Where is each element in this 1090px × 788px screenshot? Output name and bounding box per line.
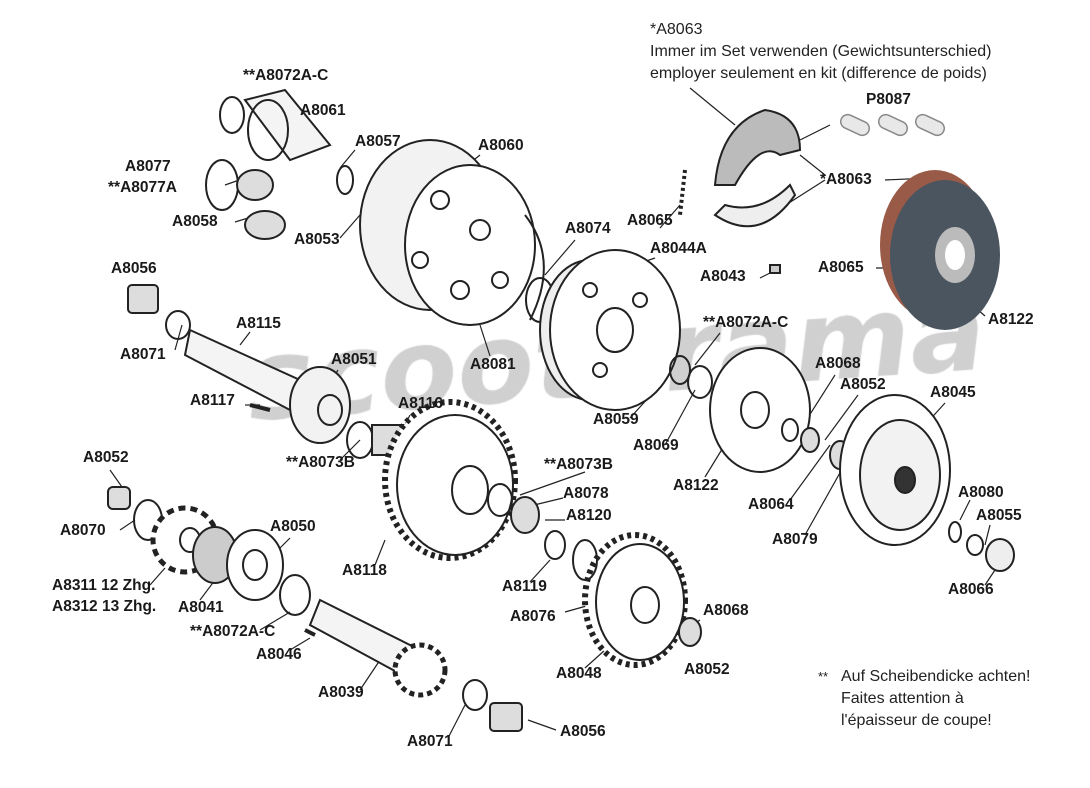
part-label: A8059 bbox=[593, 411, 639, 428]
part-label: A8312 13 Zhg. bbox=[52, 598, 157, 615]
part-label: A8060 bbox=[478, 137, 524, 154]
part-label: A8311 12 Zhg. bbox=[52, 577, 156, 594]
shaft-sleeve-group bbox=[205, 88, 354, 240]
part-label: A8043 bbox=[700, 268, 746, 285]
bottom-note-fr1: Faites attention à bbox=[841, 690, 964, 707]
part-label: A8045 bbox=[930, 384, 976, 401]
part-label: A8070 bbox=[60, 522, 106, 539]
part-label: A8122 bbox=[988, 311, 1034, 328]
part-label: A8056 bbox=[560, 723, 606, 740]
clutch-pad-photo bbox=[880, 170, 1000, 330]
part-label: A8069 bbox=[633, 437, 679, 454]
part-label: A8066 bbox=[948, 581, 994, 598]
part-label: A8068 bbox=[815, 355, 861, 372]
part-label: A8056 bbox=[111, 260, 157, 277]
part-label: A8039 bbox=[318, 684, 364, 701]
part-label: A8050 bbox=[270, 518, 316, 535]
output-shaft bbox=[107, 486, 523, 732]
part-label: A8064 bbox=[748, 496, 794, 513]
part-label: A8055 bbox=[976, 507, 1022, 524]
part-label: A8057 bbox=[355, 133, 401, 150]
part-label: A8068 bbox=[703, 602, 749, 619]
bottom-note-de: Auf Scheibendicke achten! bbox=[841, 668, 1031, 685]
part-label: **A8072A-C bbox=[190, 623, 276, 640]
note-line-fr: employer seulement en kit (difference de… bbox=[650, 65, 987, 82]
part-label: **A8072A-C bbox=[243, 67, 329, 84]
chain-links bbox=[839, 113, 946, 137]
clutch-drum bbox=[359, 139, 545, 326]
part-label: A8052 bbox=[83, 449, 129, 466]
part-label: A8052 bbox=[684, 661, 730, 678]
part-label: A8048 bbox=[556, 665, 602, 682]
part-label: *A8063 bbox=[820, 171, 872, 188]
part-label: A8120 bbox=[566, 507, 612, 524]
part-label: A8080 bbox=[958, 484, 1004, 501]
brake-shoes bbox=[678, 108, 802, 274]
part-label: A8052 bbox=[840, 376, 886, 393]
part-label: A8061 bbox=[300, 102, 346, 119]
part-label: **A8072A-C bbox=[703, 314, 789, 331]
part-label: A8065 bbox=[627, 212, 673, 229]
part-label: A8041 bbox=[178, 599, 224, 616]
part-label: A8046 bbox=[256, 646, 302, 663]
part-label: A8079 bbox=[772, 531, 818, 548]
pressure-plate bbox=[839, 394, 1015, 572]
part-label: A8115 bbox=[236, 315, 281, 332]
part-label: **A8073B bbox=[286, 454, 355, 471]
part-label: A8051 bbox=[331, 351, 377, 368]
note-ref: *A8063 bbox=[650, 21, 703, 38]
part-label: A8044A bbox=[650, 240, 707, 257]
part-label: A8077 bbox=[125, 158, 171, 175]
part-label: **A8077A bbox=[108, 179, 177, 196]
part-label: A8117 bbox=[190, 392, 235, 409]
bottom-note-marker: ** bbox=[818, 669, 829, 684]
part-label: A8071 bbox=[407, 733, 453, 750]
part-label: A8118 bbox=[342, 562, 387, 579]
part-label: A8078 bbox=[563, 485, 609, 502]
note-line-de: Immer im Set verwenden (Gewichtsuntersch… bbox=[650, 43, 992, 60]
part-label: A8081 bbox=[470, 356, 516, 373]
part-label: P8087 bbox=[866, 91, 911, 108]
part-label: A8065 bbox=[818, 259, 864, 276]
part-label: A8116 bbox=[398, 395, 443, 412]
part-label: A8074 bbox=[565, 220, 611, 237]
part-label: A8058 bbox=[172, 213, 218, 230]
input-shaft bbox=[127, 284, 411, 459]
part-label: A8122 bbox=[673, 477, 719, 494]
secondary-gear bbox=[572, 532, 702, 668]
part-label: **A8073B bbox=[544, 456, 613, 473]
part-label: A8071 bbox=[120, 346, 166, 363]
clutch-basket bbox=[525, 249, 681, 411]
main-gear bbox=[382, 399, 566, 561]
part-label: A8076 bbox=[510, 608, 556, 625]
part-label: A8053 bbox=[294, 231, 340, 248]
part-label: A8119 bbox=[502, 578, 547, 595]
bottom-note-fr2: l'épaisseur de coupe! bbox=[841, 712, 992, 729]
